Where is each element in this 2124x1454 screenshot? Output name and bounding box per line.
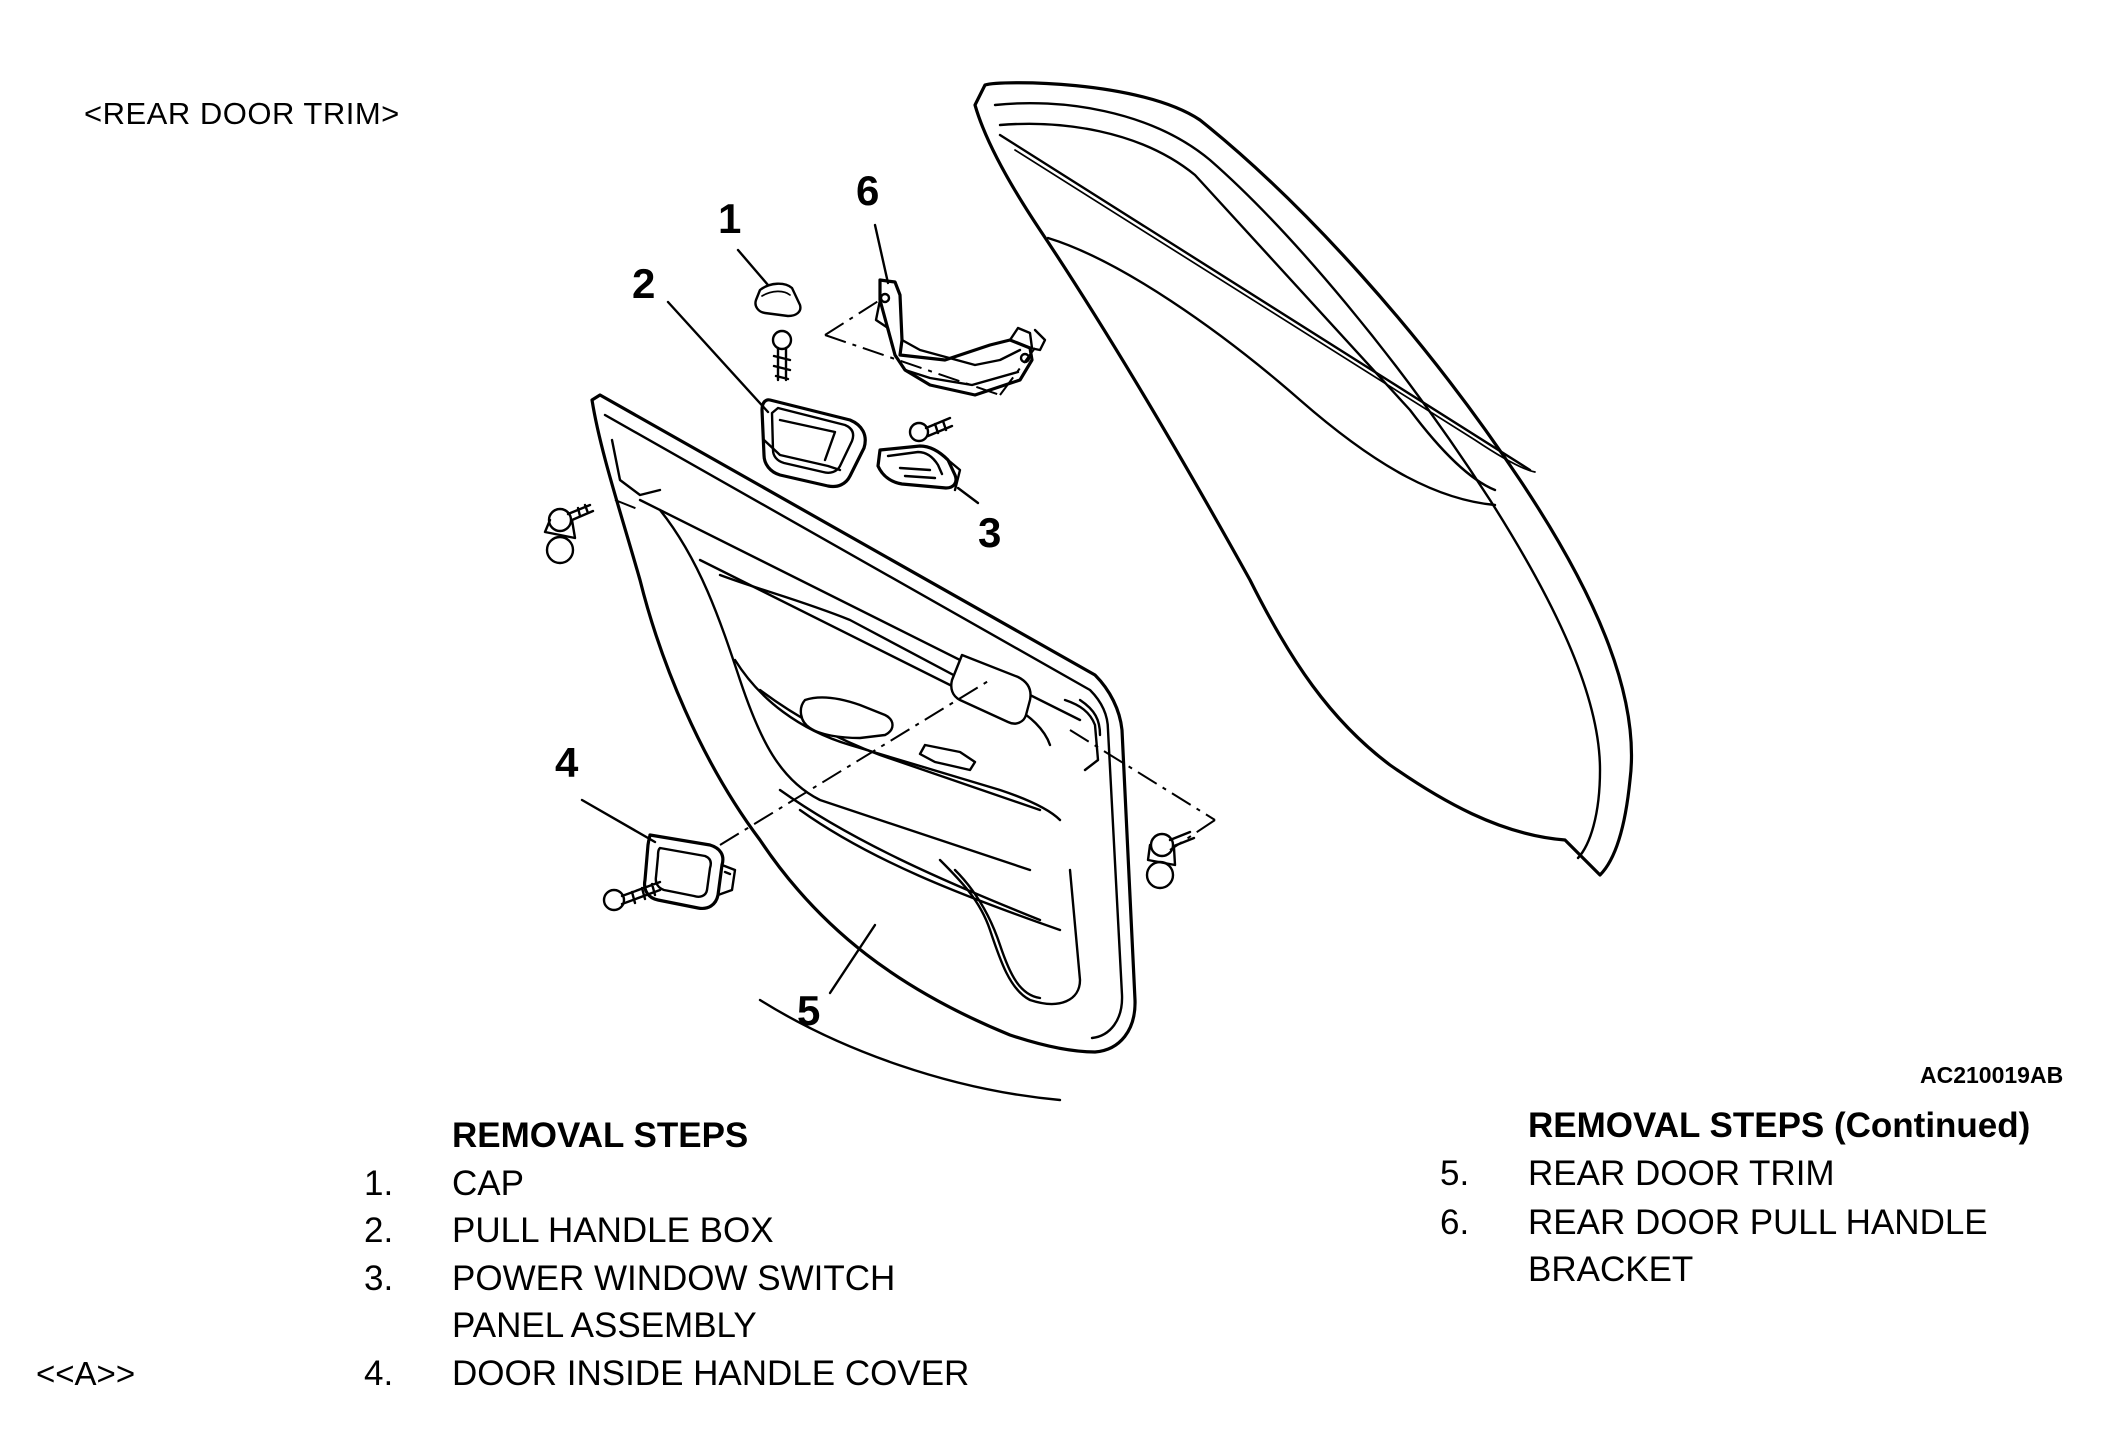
callout-leader-lines [580, 223, 980, 995]
rear-door-trim-part [590, 393, 1137, 1102]
removal-steps-heading: REMOVAL STEPS [452, 1116, 749, 1155]
pull-handle-bracket-part [874, 278, 1047, 397]
trim-clip-upper-left [543, 503, 595, 565]
callout-2: 2 [632, 260, 656, 307]
removal-steps-continued-heading: REMOVAL STEPS (Continued) [1528, 1106, 2031, 1145]
callout-6: 6 [856, 167, 880, 214]
trim-clip-right [1145, 830, 1196, 890]
bracket-screw [908, 416, 954, 443]
step-1-label: CAP [452, 1164, 524, 1203]
step-6-label: REAR DOOR PULL HANDLE [1528, 1203, 1988, 1242]
step-4-number: 4. [364, 1354, 394, 1393]
pull-handle-box-part [760, 398, 867, 489]
step-6-label-continued: BRACKET [1528, 1250, 1694, 1289]
step-1-number: 1. [364, 1164, 394, 1203]
callout-1: 1 [718, 195, 742, 242]
step-3-label-continued: PANEL ASSEMBLY [452, 1306, 757, 1345]
step-2-number: 2. [364, 1211, 394, 1250]
illustration-code: AC210019AB [1920, 1062, 2064, 1088]
power-window-switch-panel-part [876, 444, 962, 492]
callout-5: 5 [797, 987, 821, 1034]
door-inside-handle-cover-part [642, 833, 737, 911]
cap-part [754, 282, 802, 318]
step-5-number: 5. [1440, 1154, 1470, 1193]
step-5-label: REAR DOOR TRIM [1528, 1154, 1835, 1193]
cap-screw [771, 329, 793, 382]
step-6-number: 6. [1440, 1203, 1470, 1242]
section-title: <REAR DOOR TRIM> [84, 96, 400, 131]
trim-screw-lower-left [602, 880, 662, 912]
step-3-label: POWER WINDOW SWITCH [452, 1259, 896, 1298]
step-2-label: PULL HANDLE BOX [452, 1211, 774, 1250]
callout-4: 4 [555, 739, 579, 786]
step-3-number: 3. [364, 1259, 394, 1298]
alignment-lines [614, 299, 1216, 851]
step-4-label: DOOR INSIDE HANDLE COVER [452, 1354, 970, 1393]
callout-3: 3 [978, 509, 1002, 556]
step-4-reference-mark: <<A>> [36, 1355, 136, 1392]
rear-door-panel [973, 81, 1634, 877]
